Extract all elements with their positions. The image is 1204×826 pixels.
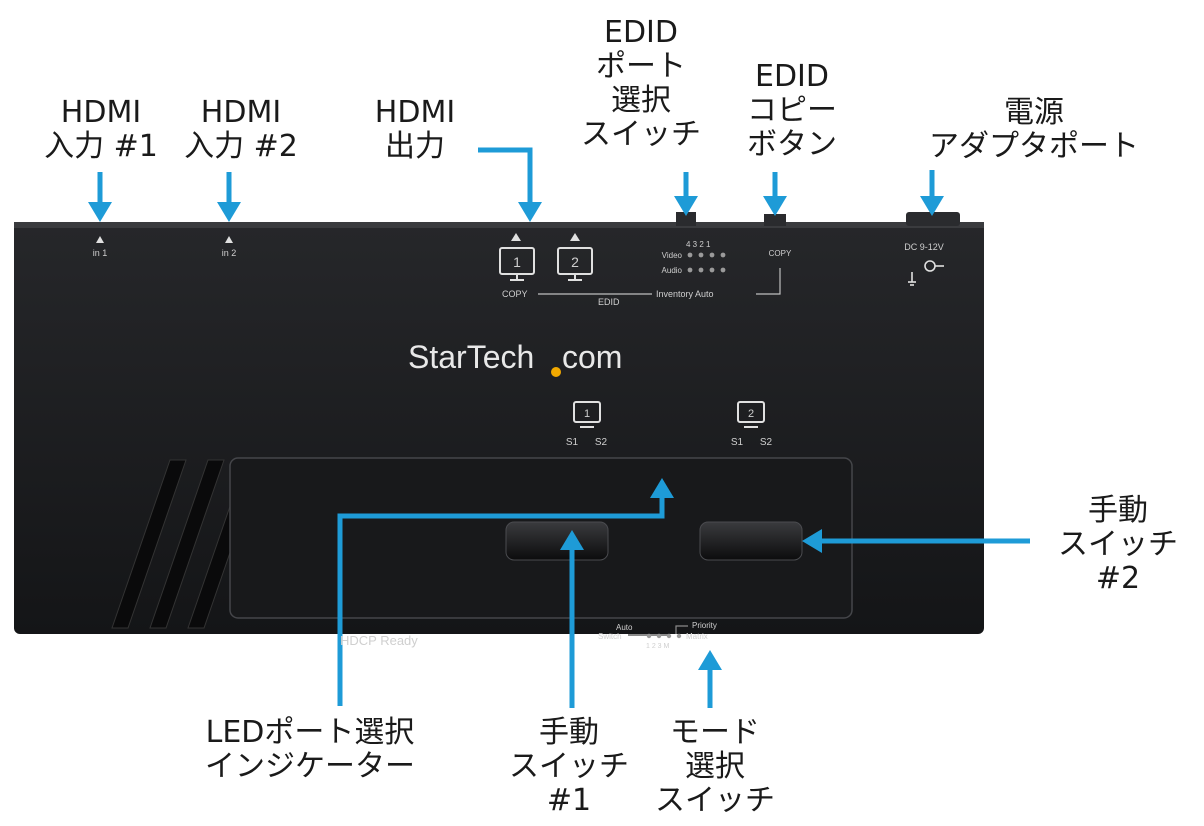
auto-label: Auto bbox=[616, 623, 633, 632]
s1-label-a: S1 bbox=[566, 437, 579, 448]
in2-label: in 2 bbox=[222, 248, 237, 258]
indicator-2-number: 2 bbox=[748, 408, 754, 420]
callout-led-indicator: LEDポート選択 インジケーター bbox=[162, 716, 458, 784]
manual-switch-2[interactable] bbox=[700, 522, 802, 560]
callout-manual-switch-2: 手動 スイッチ#2 bbox=[1036, 494, 1200, 596]
s2-label-b: S2 bbox=[760, 437, 773, 448]
brand-suffix: com bbox=[562, 339, 622, 375]
callout-edid-copy-button: EDID コピー ボタン bbox=[726, 60, 858, 162]
arrow-edid-copy bbox=[763, 172, 787, 216]
s2-label-a: S2 bbox=[595, 437, 608, 448]
mode-numbers: 1 2 3 M bbox=[646, 643, 670, 650]
arrow-hdmi-in-1 bbox=[88, 172, 112, 222]
edid-label: EDID bbox=[598, 297, 620, 307]
switch-label: Switch bbox=[598, 632, 622, 641]
indicator-1-number: 1 bbox=[584, 408, 590, 420]
brand-dot bbox=[551, 367, 561, 377]
leds-numbers: 4 3 2 1 bbox=[686, 240, 711, 249]
arrow-hdmi-in-2 bbox=[217, 172, 241, 222]
callout-hdmi-out: HDMI 出力 bbox=[350, 96, 480, 164]
audio-label: Audio bbox=[662, 266, 683, 275]
out1-number: 1 bbox=[513, 254, 521, 270]
arrow-power bbox=[920, 170, 944, 216]
s1-label-b: S1 bbox=[731, 437, 744, 448]
inventory-label: Inventory Auto bbox=[656, 289, 714, 299]
copy-label: COPY bbox=[502, 289, 528, 299]
out2-number: 2 bbox=[571, 254, 579, 270]
priority-label: Priority bbox=[692, 621, 717, 630]
manual-switch-1[interactable] bbox=[506, 522, 608, 560]
top-edge bbox=[14, 222, 984, 228]
hdcp-label: HDCP Ready bbox=[340, 633, 418, 648]
arrow-mode bbox=[698, 650, 722, 708]
callout-power-port: 電源 アダプタポート bbox=[878, 96, 1190, 164]
video-label: Video bbox=[662, 251, 683, 260]
arrow-hdmi-out bbox=[478, 150, 542, 222]
copy-button-label: COPY bbox=[769, 249, 792, 258]
dc-label: DC 9-12V bbox=[904, 242, 944, 252]
matrix-label: Matrix bbox=[686, 632, 708, 641]
brand-name: StarTech bbox=[408, 339, 534, 375]
in1-label: in 1 bbox=[93, 248, 108, 258]
callout-edid-port-switch: EDID ポート 選択 スイッチ bbox=[556, 16, 726, 152]
callout-hdmi-in-2: HDMI 入力 #2 bbox=[156, 96, 326, 164]
arrow-edid-switch bbox=[674, 172, 698, 216]
callout-mode-switch: モード 選択 スイッチ bbox=[630, 716, 800, 818]
